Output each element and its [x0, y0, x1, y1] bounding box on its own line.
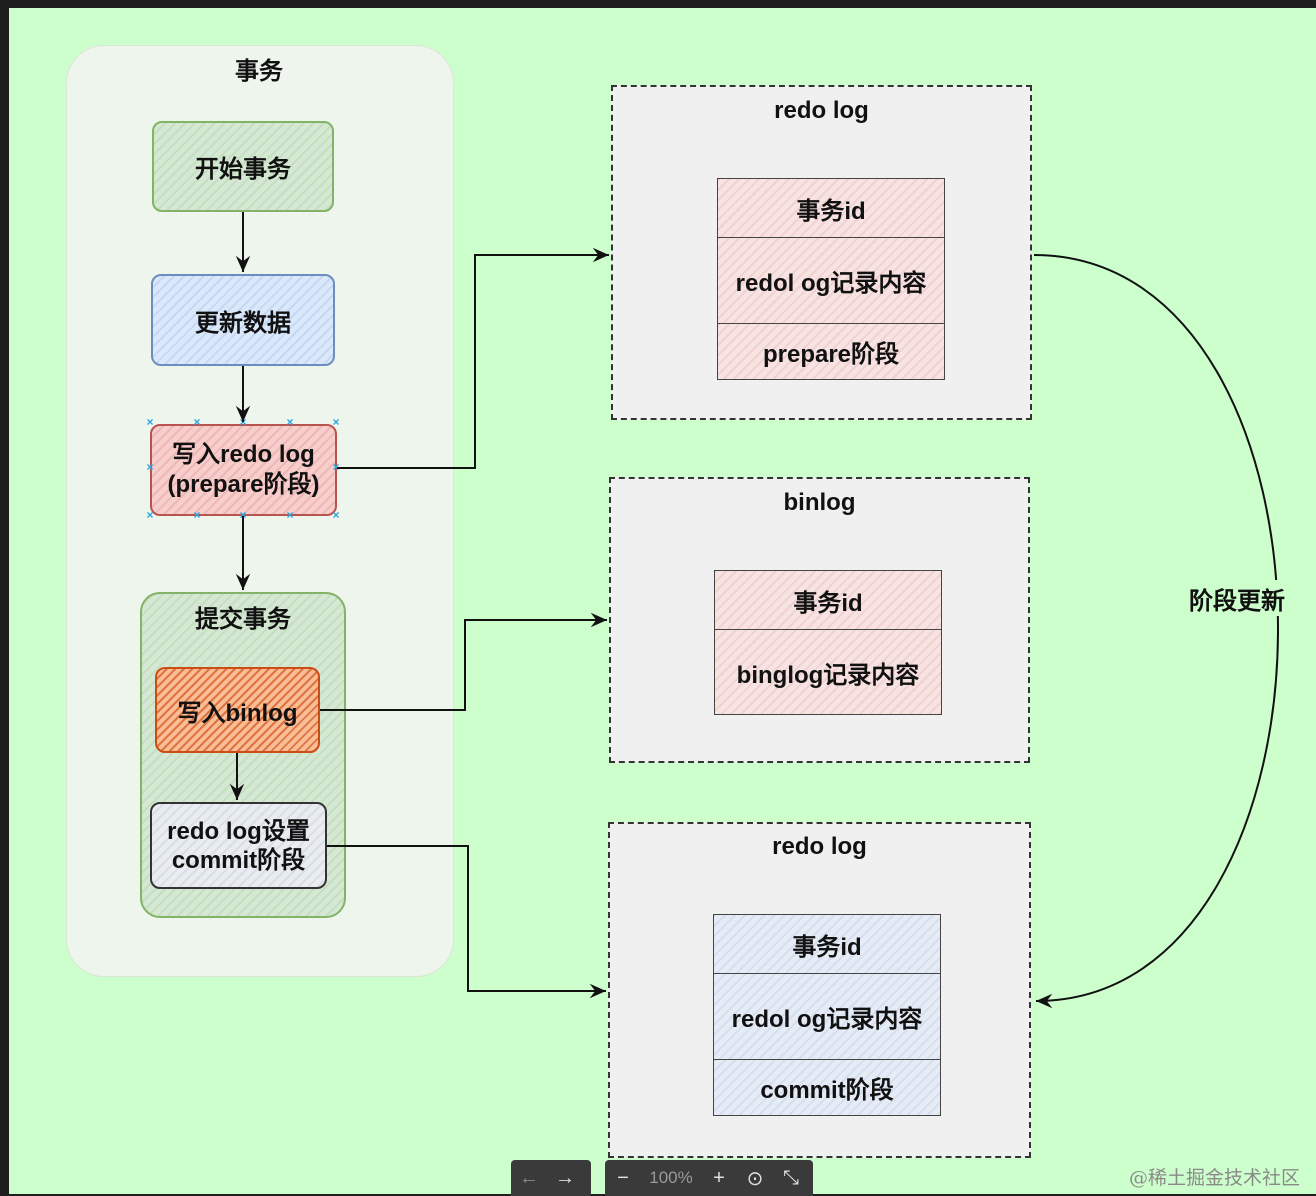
redo-log-commit-title: redo log	[772, 833, 867, 860]
write-binlog-box[interactable]: 写入binlog	[155, 667, 320, 753]
arrow-write-binlog-to-binlog-container	[320, 612, 607, 711]
redo-log-commit-table: 事务id redol og记录内容 commit阶段	[713, 914, 941, 1116]
selection-handle[interactable]: ×	[332, 460, 340, 474]
start-transaction-box[interactable]: 开始事务	[152, 121, 334, 212]
arrow-phase-update-curve	[1033, 254, 1279, 1009]
zoom-level[interactable]: 100%	[649, 1168, 693, 1187]
selection-handle[interactable]: ×	[239, 508, 247, 522]
redo-log-commit-box[interactable]: redo log设置 commit阶段	[150, 802, 327, 889]
write-redo-log-label: 写入redo log (prepare阶段)	[167, 441, 320, 498]
write-binlog-label: 写入binlog	[177, 699, 298, 727]
selection-handle[interactable]: ×	[146, 415, 154, 429]
selection-handle[interactable]: ×	[146, 460, 154, 474]
selection-handle[interactable]: ×	[193, 415, 201, 429]
write-redo-log-box[interactable]: 写入redo log (prepare阶段)	[150, 424, 337, 516]
update-data-box[interactable]: 更新数据	[151, 274, 335, 366]
redo-log-prepare-table: 事务id redol og记录内容 prepare阶段	[717, 178, 945, 380]
selection-handle[interactable]: ×	[332, 415, 340, 429]
arrow-redo-commit-to-redo-container	[327, 845, 606, 999]
phase-update-label: 阶段更新	[1177, 580, 1297, 616]
table-row: commit阶段	[714, 1059, 940, 1115]
selection-handle[interactable]: ×	[286, 508, 294, 522]
selection-handle[interactable]: ×	[286, 415, 294, 429]
binlog-table: 事务id binglog记录内容	[714, 570, 942, 715]
download-icon[interactable]: ⊙	[746, 1167, 764, 1190]
zoom-toolbar: − 100% + ⊙ ⤡	[605, 1160, 813, 1196]
update-data-label: 更新数据	[195, 309, 291, 337]
table-row: prepare阶段	[718, 323, 944, 379]
connectors	[229, 212, 1279, 1009]
table-row: binglog记录内容	[715, 629, 941, 714]
redo-log-prepare-title: redo log	[774, 97, 869, 124]
redo-log-commit-label: redo log设置 commit阶段	[167, 817, 310, 874]
collapse-icon[interactable]: ⤡	[783, 1166, 799, 1189]
selection-handle[interactable]: ×	[332, 508, 340, 522]
selection-handle[interactable]: ×	[193, 508, 201, 522]
diagram-canvas: 事务 开始事务 更新数据 写入redo log (prepare阶段) × × …	[9, 8, 1316, 1194]
binlog-title: binlog	[783, 489, 856, 516]
watermark: @稀土掘金技术社区	[1128, 1167, 1300, 1189]
history-toolbar: ← →	[511, 1160, 591, 1196]
redo-arrow-icon[interactable]: →	[555, 1166, 575, 1189]
table-row: 事务id	[718, 179, 944, 237]
table-row: redol og记录内容	[714, 973, 940, 1059]
window-top-strip	[0, 0, 1316, 8]
transaction-group-title: 事务	[235, 57, 283, 85]
undo-arrow-icon[interactable]: ←	[519, 1166, 539, 1189]
commit-transaction-title: 提交事务	[195, 605, 291, 633]
arrow-write-redo-to-redo-container	[337, 247, 609, 469]
zoom-out-icon[interactable]: −	[617, 1166, 629, 1189]
selection-handle[interactable]: ×	[146, 508, 154, 522]
table-row: redol og记录内容	[718, 237, 944, 323]
table-row: 事务id	[715, 571, 941, 629]
start-transaction-label: 开始事务	[195, 156, 291, 183]
zoom-in-icon[interactable]: +	[713, 1166, 725, 1189]
table-row: 事务id	[714, 915, 940, 973]
